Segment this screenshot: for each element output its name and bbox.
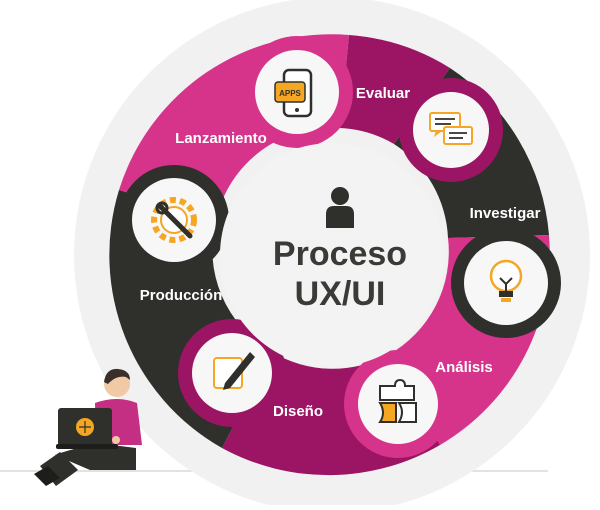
person-with-laptop-icon: [34, 368, 142, 486]
segment-evaluar: [340, 35, 450, 144]
center-circle: [220, 143, 444, 367]
label-evaluar: Evaluar: [356, 85, 410, 102]
icon-circle-analisis: [358, 364, 438, 444]
label-investigar: Investigar: [470, 205, 541, 222]
lightbulb-icon: [489, 259, 523, 302]
apps-badge: APPS: [279, 89, 301, 98]
mobile-apps-icon: APPS: [274, 68, 313, 118]
label-lanzamiento: Lanzamiento: [175, 130, 267, 147]
label-diseno: Diseño: [273, 403, 323, 420]
label-produccion: Producción: [140, 287, 223, 304]
center-title-line1: Proceso: [273, 235, 407, 273]
chat-bubbles-icon: [429, 112, 473, 145]
gear-wrench-icon: [151, 197, 197, 243]
pencil-icon: [213, 352, 255, 390]
puzzle-icon: [378, 378, 417, 423]
user-silhouette-icon: [326, 187, 354, 228]
label-analisis: Análisis: [435, 359, 493, 376]
center-title-line2: UX/UI: [295, 275, 386, 313]
